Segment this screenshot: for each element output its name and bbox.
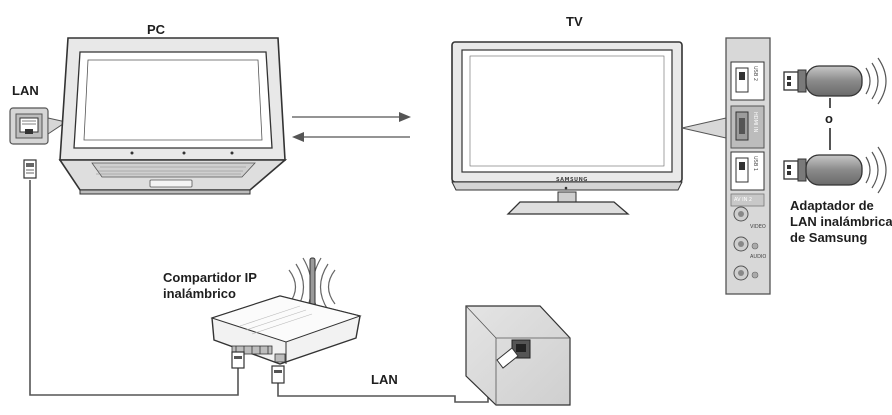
lan-socket-icon — [9, 107, 68, 145]
lan-plug-router-right-icon — [271, 365, 285, 384]
pc-label: PC — [147, 22, 166, 37]
tv-label: TV — [566, 14, 583, 29]
laptop-icon — [58, 37, 288, 195]
or-label: o — [825, 111, 833, 126]
router-label-line1: Compartidor IP — [163, 270, 257, 285]
usb2-port-label: USB 2 — [752, 66, 758, 82]
usb1-port-label: USB 1 — [752, 156, 758, 172]
router-label-line2: inalámbrico — [163, 286, 236, 301]
lan-plug-left-icon — [23, 159, 37, 179]
adapter-label-line1: Adaptador de — [790, 198, 874, 213]
wall-lan-socket-icon — [465, 305, 571, 406]
wireless-adapter-top-icon — [783, 57, 887, 105]
tv-icon — [451, 41, 683, 215]
adapter-label-line2: LAN inalámbrica — [790, 214, 892, 229]
lan-label-bottom: LAN — [371, 372, 398, 387]
tv-brand-logo: SAMSUNG — [556, 177, 588, 183]
data-arrows — [292, 112, 411, 142]
wireless-adapter-bottom-icon — [783, 146, 887, 194]
hdmi-port-label: HDMI IN — [752, 112, 758, 133]
lan-plug-router-left-icon — [231, 351, 245, 369]
adapter-label-line3: de Samsung — [790, 230, 868, 245]
lan-label-left: LAN — [12, 83, 39, 98]
router-icon — [210, 257, 362, 365]
video-jack-label: VIDEO — [750, 224, 766, 230]
lan-cable-left — [29, 180, 239, 396]
av-in-label: AV IN 2 — [734, 197, 753, 203]
audio-jack-label: AUDIO — [750, 254, 767, 260]
tv-side-panel — [681, 37, 771, 295]
